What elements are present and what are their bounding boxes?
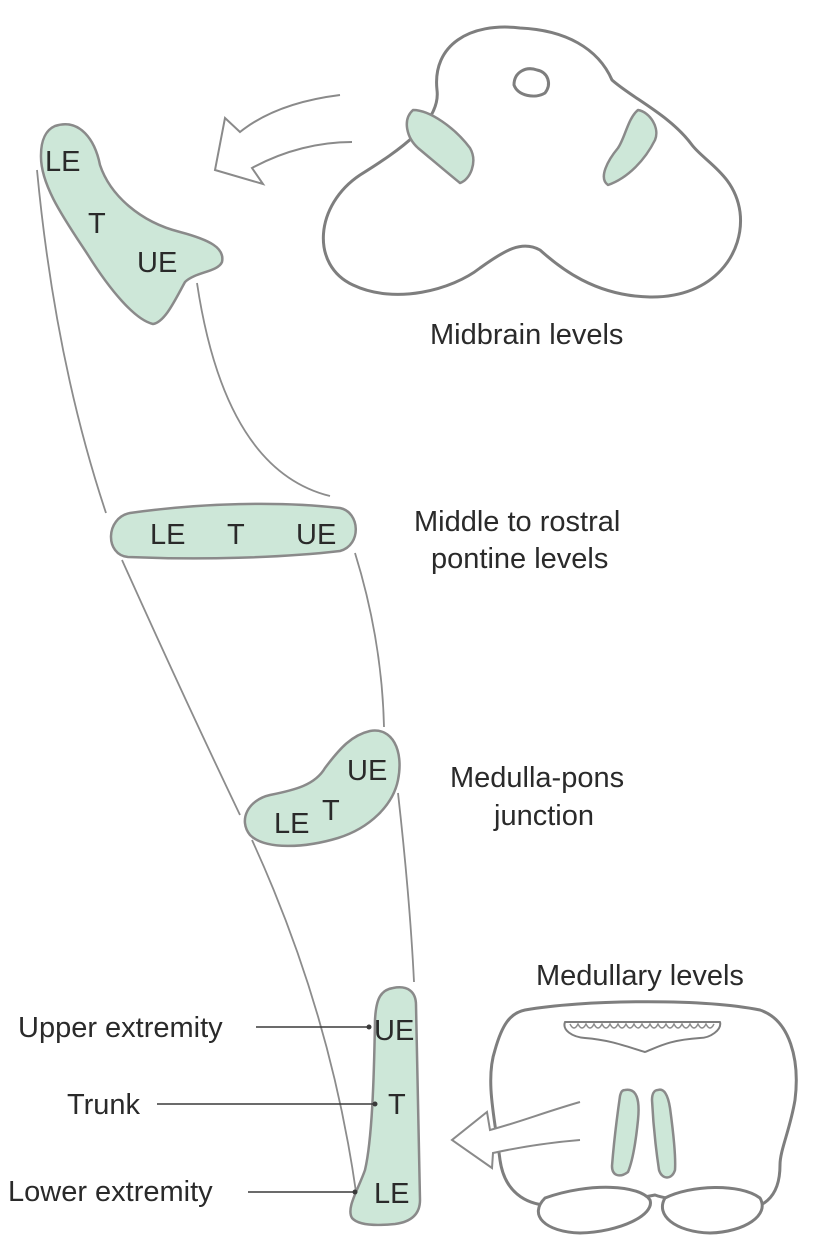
junction-label-line2: junction [493,800,594,832]
medullary-levels-label: Medullary levels [536,960,744,992]
connector-junction-to-medulla-left [251,839,357,1193]
junction-le-text: LE [274,808,309,840]
lower-extremity-label: Lower extremity [8,1176,213,1208]
pontine-label-line1: Middle to rostral [414,506,620,538]
midbrain-levels-label: Midbrain levels [430,319,623,351]
upper-extremity-leader-dot [366,1024,372,1030]
medullary-tract-detail: UE T LE Upper extremity Trunk Lower extr… [8,986,422,1227]
connector-junction-to-medulla-right [397,792,415,983]
pontine-tract-shape [109,502,357,560]
midbrain-tract-shape [39,123,224,326]
connecting-lines [36,169,415,1193]
midbrain-ue-text: UE [137,247,177,279]
medulla-tract-left [610,1088,640,1177]
junction-label-line1: Medulla-pons [450,762,624,794]
fourth-ventricle-floor [563,1021,722,1053]
midbrain-le-text: LE [45,146,80,178]
lower-extremity-leader-dot [352,1189,358,1195]
pyramid-left [536,1185,652,1235]
trunk-leader-dot [372,1101,378,1107]
cerebral-aqueduct [512,67,550,98]
midbrain-tract-right [602,108,658,187]
midbrain-tract-detail: LE T UE [39,123,224,326]
connector-midbrain-to-pons-right [196,282,331,497]
medullary-t-text: T [388,1089,406,1121]
pontine-label-line2: pontine levels [431,543,608,575]
trunk-label: Trunk [67,1089,141,1121]
medullary-tract-shape [349,986,422,1227]
junction-tract-shape [243,729,401,848]
pontine-tract-detail: LE T UE Middle to rostral pontine levels [109,502,620,575]
midbrain-arrow-icon [213,94,353,186]
junction-ue-text: UE [347,755,387,787]
medulla-arrow-icon [450,1101,581,1170]
junction-t-text: T [322,795,340,827]
connector-pons-to-junction-left [121,559,241,816]
medulla-tract-right [650,1088,677,1179]
medulla-section: Medullary levels [450,960,798,1235]
midbrain-tract-left [405,108,475,185]
midbrain-outline [321,25,743,299]
upper-extremity-label: Upper extremity [18,1012,223,1044]
pyramid-right [661,1186,764,1235]
midbrain-section: Midbrain levels [213,25,743,351]
pontine-ue-text: UE [296,519,336,551]
connector-pons-to-junction-right [354,552,385,728]
connector-midbrain-to-pons-left [36,169,107,514]
pontine-le-text: LE [150,519,185,551]
pontine-t-text: T [227,519,245,551]
medullary-le-text: LE [374,1178,409,1210]
junction-tract-detail: UE T LE Medulla-pons junction [243,729,624,848]
midbrain-t-text: T [88,208,106,240]
medullary-ue-text: UE [374,1015,414,1047]
fourth-ventricle-scallops [569,1022,715,1029]
